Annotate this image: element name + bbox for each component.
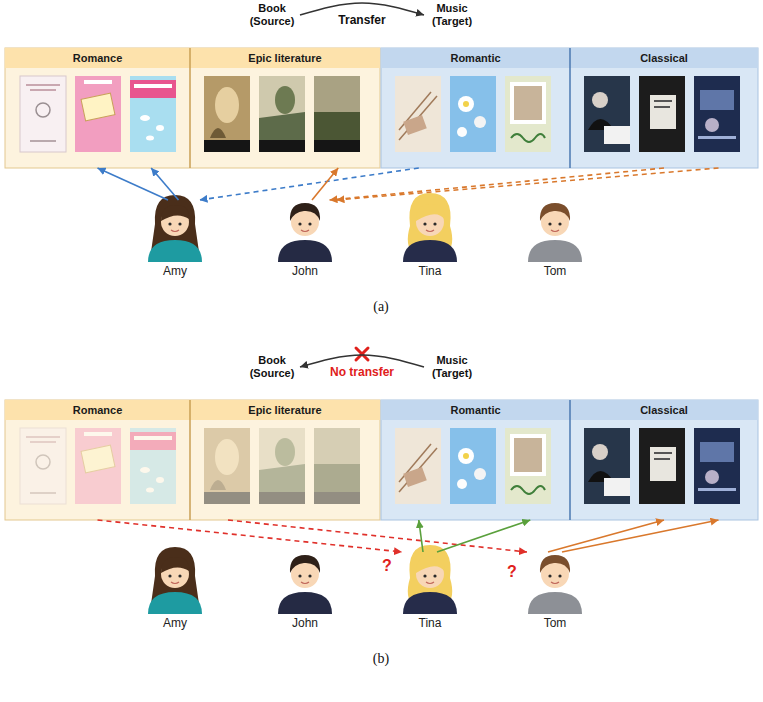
- user-name: Tina: [395, 264, 465, 279]
- connector-arrow: [98, 168, 169, 200]
- domain-label: Book (Source): [244, 2, 300, 28]
- user-avatar: [148, 193, 582, 262]
- user-name: Tom: [520, 616, 590, 631]
- user-node: Amy: [140, 200, 210, 279]
- domain-label: Music (Target): [424, 354, 480, 380]
- panel-caption: (a): [373, 298, 389, 315]
- user-node: Tina: [395, 552, 465, 631]
- category-band: [5, 400, 758, 520]
- book-cover: [20, 76, 360, 152]
- question-mark: ?: [507, 562, 517, 581]
- category-panel: Epic literature: [190, 48, 380, 168]
- connector-arrow: [312, 168, 338, 200]
- category-heading: Romantic: [381, 400, 570, 420]
- question-mark: ?: [382, 556, 392, 575]
- user-node: John: [270, 552, 340, 631]
- cross-mark: [356, 348, 368, 360]
- edge-label: No transfer: [328, 365, 396, 379]
- category-panel: Romantic: [381, 400, 570, 520]
- category-panel: Classical: [570, 48, 758, 168]
- user-node: Tina: [395, 200, 465, 279]
- category-panel: Romance: [5, 400, 190, 520]
- connector-arrow: [330, 168, 665, 200]
- user-node: John: [270, 200, 340, 279]
- connector-arrow: [437, 520, 530, 552]
- user-node: Amy: [140, 552, 210, 631]
- user-name: John: [270, 264, 340, 279]
- category-heading: Classical: [570, 400, 758, 420]
- category-heading: Romance: [5, 400, 190, 420]
- user-name: Tina: [395, 616, 465, 631]
- user-node: Tom: [520, 552, 590, 631]
- category-heading: Epic literature: [190, 48, 380, 68]
- category-panel: Romance: [5, 48, 190, 168]
- connector-arrow: [98, 520, 403, 552]
- category-heading: Romance: [5, 48, 190, 68]
- connector-arrow: [562, 520, 719, 552]
- category-panel: Classical: [570, 400, 758, 520]
- domain-label: Book (Source): [244, 354, 300, 380]
- category-heading: Epic literature: [190, 400, 380, 420]
- domain-name: Book (Source): [244, 354, 300, 380]
- category-panel: Romantic: [381, 48, 570, 168]
- user-name: John: [270, 616, 340, 631]
- user-name: Amy: [140, 264, 210, 279]
- edge-label: Transfer: [336, 13, 387, 27]
- album-cover: [395, 76, 740, 152]
- connector-arrow: [151, 168, 178, 200]
- cross-mark: [356, 348, 368, 360]
- book-cover: [20, 428, 360, 504]
- domain-label: Music (Target): [424, 2, 480, 28]
- connector-arrow: [419, 520, 423, 552]
- cross-mark: [356, 348, 368, 360]
- panel-caption: (b): [373, 650, 389, 667]
- category-band: [5, 48, 758, 168]
- category-heading: Romantic: [381, 48, 570, 68]
- album-cover: [395, 428, 740, 504]
- domain-name: Music (Target): [424, 2, 480, 28]
- connector-arrow: [548, 520, 664, 552]
- user-avatar: [148, 545, 582, 614]
- user-name: Tom: [520, 264, 590, 279]
- domain-name: Book (Source): [244, 2, 300, 28]
- category-panel: Epic literature: [190, 400, 380, 520]
- category-heading: Classical: [570, 48, 758, 68]
- connector-arrow: [337, 168, 719, 200]
- user-name: Amy: [140, 616, 210, 631]
- user-node: Tom: [520, 200, 590, 279]
- domain-name: Music (Target): [424, 354, 480, 380]
